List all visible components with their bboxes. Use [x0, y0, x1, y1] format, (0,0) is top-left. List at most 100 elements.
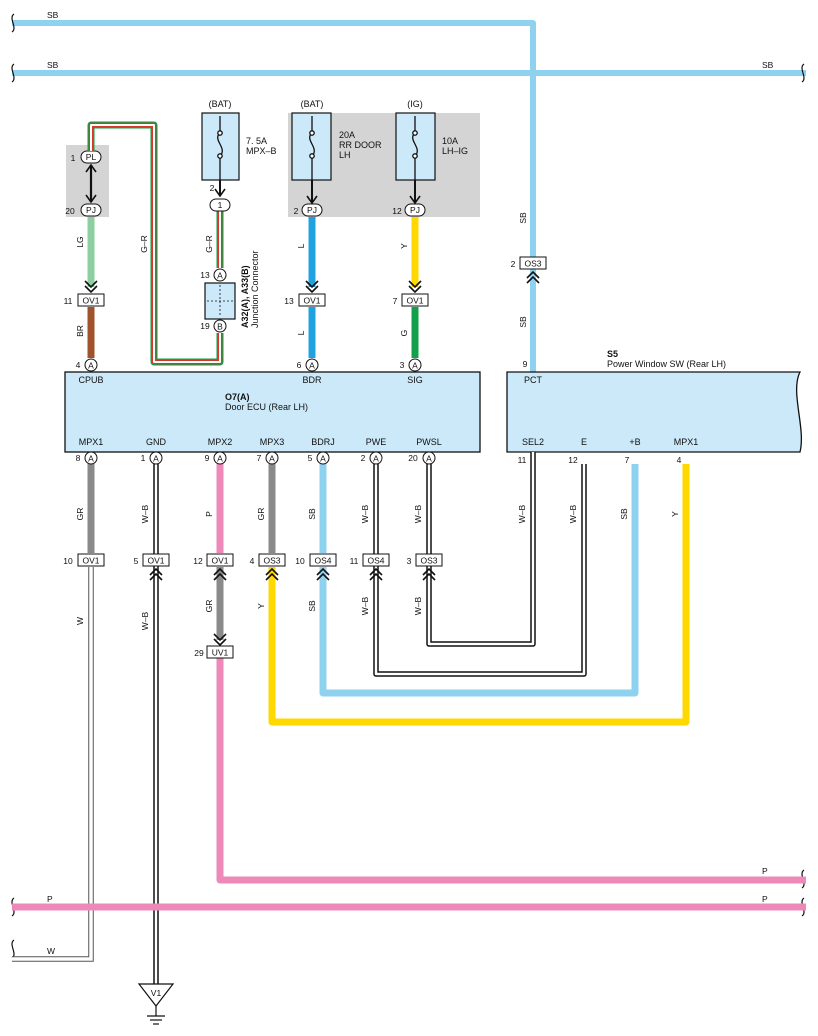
terminal-mpx2: MPX2 — [208, 437, 233, 447]
terminal-sel2: SEL2 — [522, 437, 544, 447]
bdrj-sb-lower-label: SB — [307, 600, 317, 612]
gr-right-label: G–R — [204, 235, 214, 252]
pl-pj-arrow-down — [85, 194, 97, 204]
ecu-cpub-pin-circle — [84, 358, 98, 372]
fuse3-icon — [412, 116, 418, 180]
ecu-pwsl-pin-letter: A — [426, 454, 432, 464]
terminal-pwe: PWE — [366, 437, 387, 447]
terminal-pwsl: PWSL — [416, 437, 442, 447]
os4-pwe-label: OS4 — [367, 556, 384, 566]
ecu-pwe-pin: 2 — [361, 453, 366, 463]
uv1-chevron — [213, 633, 227, 647]
mpx3-gr-label: GR — [256, 508, 266, 521]
fuse3-name: LH–IG — [442, 146, 468, 156]
mpx3-y-label: Y — [256, 603, 266, 609]
g-wire-lower-label: G — [399, 330, 409, 337]
sw-e-pin: 12 — [568, 455, 578, 465]
uv1-pin: 29 — [194, 648, 204, 658]
pj-connector-right-label: PJ — [410, 205, 420, 215]
pj-connector-mid-label: PJ — [307, 205, 317, 215]
ov1-gnd-label: OV1 — [147, 556, 164, 566]
ground-triangle — [137, 983, 175, 1007]
fuse1-arrow — [214, 188, 226, 198]
terminal-mpx1: MPX1 — [79, 437, 104, 447]
ecu-mpx3-pin: 7 — [257, 453, 262, 463]
ecu-mpx1-pin: 8 — [76, 453, 81, 463]
fuse3-arrow — [409, 195, 421, 205]
ecu-pwsl-pin: 20 — [408, 453, 418, 463]
junction-grid — [207, 285, 233, 317]
pwsl-wb-wire-in — [427, 452, 535, 646]
uv1-connector — [206, 645, 234, 659]
pj-connector-right — [404, 203, 426, 217]
ov1-connector-bdr — [298, 293, 326, 307]
pl-pj-arrow-up — [85, 163, 97, 173]
c-gnd-pin: 5 — [134, 556, 139, 566]
mpx2-p-label: P — [204, 511, 214, 517]
sw-pct-pin: 9 — [523, 359, 528, 369]
sw-b-pin: 7 — [625, 455, 630, 465]
lg-wire-chevron — [84, 280, 98, 294]
mpx1-gr-label: GR — [75, 508, 85, 521]
mpx3-y-wire — [268, 464, 690, 726]
plus-b-sb-label: SB — [619, 508, 629, 520]
fuse2-amp: 20A — [339, 130, 355, 140]
ov1-mpx1-label: OV1 — [82, 556, 99, 566]
l-wire-chevron — [305, 280, 319, 294]
os4-bdrj-label: OS4 — [314, 556, 331, 566]
y-wire-upper-label: Y — [399, 243, 409, 249]
terminal-e: E — [581, 437, 587, 447]
p-line-bottom-label-right: P — [762, 894, 768, 904]
ecu-mpx2-pin: 9 — [205, 453, 210, 463]
pwsl-wb-lower-label: W–B — [413, 596, 423, 615]
power-window-switch-box — [506, 371, 802, 453]
gnd-wb-lower-label: W–B — [140, 611, 150, 630]
pl-pin: 1 — [71, 153, 76, 163]
ecu-code: O7(A) — [225, 392, 250, 402]
ov1-connector-cpub — [77, 293, 105, 307]
os3-connector-pct-label: OS3 — [524, 259, 541, 269]
pwe-wb-lower-label: W–B — [360, 596, 370, 615]
junction-b-pin: 19 — [200, 321, 210, 331]
fuse2-icon — [309, 116, 315, 180]
ground-label: V1 — [151, 988, 162, 998]
junction-a-pin: 13 — [200, 270, 210, 280]
connector-1-label: 1 — [218, 200, 223, 210]
os3-pct-chevron — [526, 270, 540, 284]
fuse2-name2: LH — [339, 150, 351, 160]
ov-sig-pin: 7 — [393, 296, 398, 306]
gr-left-label: G–R — [139, 235, 149, 252]
fuse1-name: MPX–B — [246, 146, 277, 156]
e-wb-label: W–B — [568, 504, 578, 523]
ov-cpub-pin: 11 — [64, 296, 73, 306]
bdrj-sb-label: SB — [307, 508, 317, 520]
terminal-bdr: BDR — [302, 375, 322, 385]
ecu-gnd-pin-letter: A — [153, 454, 159, 464]
ov1-mpx2-label: OV1 — [211, 556, 228, 566]
ecu-name: Door ECU (Rear LH) — [225, 402, 308, 412]
ecu-bottom-pins — [84, 451, 436, 465]
p-line-upper-label: P — [762, 866, 768, 876]
pj-left-pin: 20 — [65, 206, 75, 216]
junction-b — [213, 319, 227, 333]
terminal-plus-b: +B — [629, 437, 640, 447]
sw-mpx1-pin: 4 — [677, 455, 682, 465]
ecu-sig-pin-circle — [408, 358, 422, 372]
junction-b-label: B — [217, 322, 223, 332]
y-wire-chevron — [408, 280, 422, 294]
fuse2-arrow — [306, 195, 318, 205]
terminal-mpx3: MPX3 — [260, 437, 285, 447]
mpx2-p-lower-wire — [216, 656, 806, 884]
pwsl-wb-wire-out — [426, 452, 536, 647]
ov-bdr-pin: 13 — [284, 296, 294, 306]
c-pwsl-pin: 3 — [407, 556, 412, 566]
connector-1 — [209, 198, 231, 212]
pj-connector-mid — [301, 203, 323, 217]
ov1-connector-bdr-label: OV1 — [303, 296, 320, 306]
c-mpx3-pin: 4 — [250, 556, 255, 566]
ecu-bdr-pin-circle — [305, 358, 319, 372]
junction-label-2: Junction Connector — [250, 250, 260, 328]
fuse1-source: (BAT) — [209, 99, 232, 109]
ov1-connector-sig — [401, 293, 429, 307]
ecu-pwe-pin-letter: A — [373, 454, 379, 464]
